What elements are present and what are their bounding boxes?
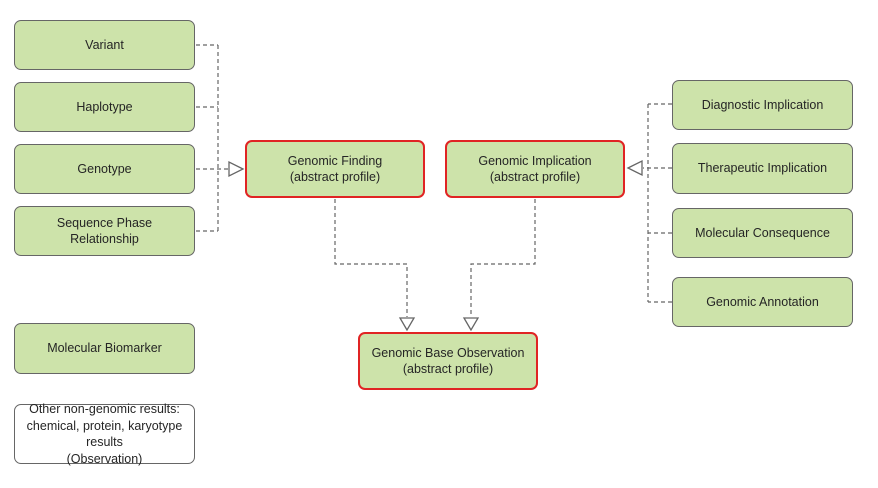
node-molecular-biomarker-label: Molecular Biomarker	[47, 341, 162, 356]
node-molecular-consequence[interactable]: Molecular Consequence	[672, 208, 853, 258]
node-therapeutic-implication-label: Therapeutic Implication	[697, 161, 828, 176]
arrowhead-into-base-observation-left	[398, 317, 416, 332]
node-sequence-phase-relationship[interactable]: Sequence Phase Relationship	[14, 206, 195, 256]
node-molecular-consequence-label: Molecular Consequence	[695, 225, 830, 240]
node-other-non-genomic-results[interactable]: Other non-genomic results: chemical, pro…	[14, 402, 195, 466]
arrowhead-into-genomic-finding	[228, 160, 245, 178]
node-haplotype[interactable]: Haplotype	[14, 82, 195, 132]
arrowhead-into-base-observation-right	[462, 317, 480, 332]
node-molecular-biomarker[interactable]: Molecular Biomarker	[14, 323, 195, 374]
node-genotype[interactable]: Genotype	[14, 144, 195, 194]
node-genomic-finding[interactable]: Genomic Finding (abstract profile)	[245, 140, 425, 198]
connector-genomic-implication-to-base-observation	[470, 199, 536, 317]
node-variant-label: Variant	[85, 37, 124, 52]
node-genomic-finding-label: Genomic Finding	[287, 153, 383, 168]
node-genomic-finding-sublabel: (abstract profile)	[289, 170, 381, 184]
node-sequence-phase-relationship-label: Sequence Phase Relationship	[56, 215, 153, 247]
connector-genomic-finding-to-base-observation	[334, 199, 408, 317]
node-genomic-base-observation-sublabel: (abstract profile)	[402, 362, 494, 376]
node-other-non-genomic-results-label: Other non-genomic results: chemical, pro…	[26, 402, 183, 466]
node-genomic-base-observation[interactable]: Genomic Base Observation (abstract profi…	[358, 332, 538, 390]
node-genomic-implication-sublabel: (abstract profile)	[489, 170, 581, 184]
node-haplotype-label: Haplotype	[76, 99, 133, 114]
node-genomic-implication[interactable]: Genomic Implication (abstract profile)	[445, 140, 625, 198]
node-diagnostic-implication-label: Diagnostic Implication	[701, 97, 824, 112]
node-therapeutic-implication[interactable]: Therapeutic Implication	[672, 143, 853, 194]
node-genomic-annotation[interactable]: Genomic Annotation	[672, 277, 853, 327]
node-diagnostic-implication[interactable]: Diagnostic Implication	[672, 80, 853, 130]
arrowhead-into-genomic-implication	[626, 159, 643, 177]
node-genotype-label: Genotype	[77, 161, 132, 176]
node-genomic-annotation-label: Genomic Annotation	[706, 294, 819, 309]
node-genomic-implication-label: Genomic Implication	[478, 153, 592, 168]
node-variant[interactable]: Variant	[14, 20, 195, 70]
node-genomic-base-observation-label: Genomic Base Observation	[371, 345, 525, 360]
